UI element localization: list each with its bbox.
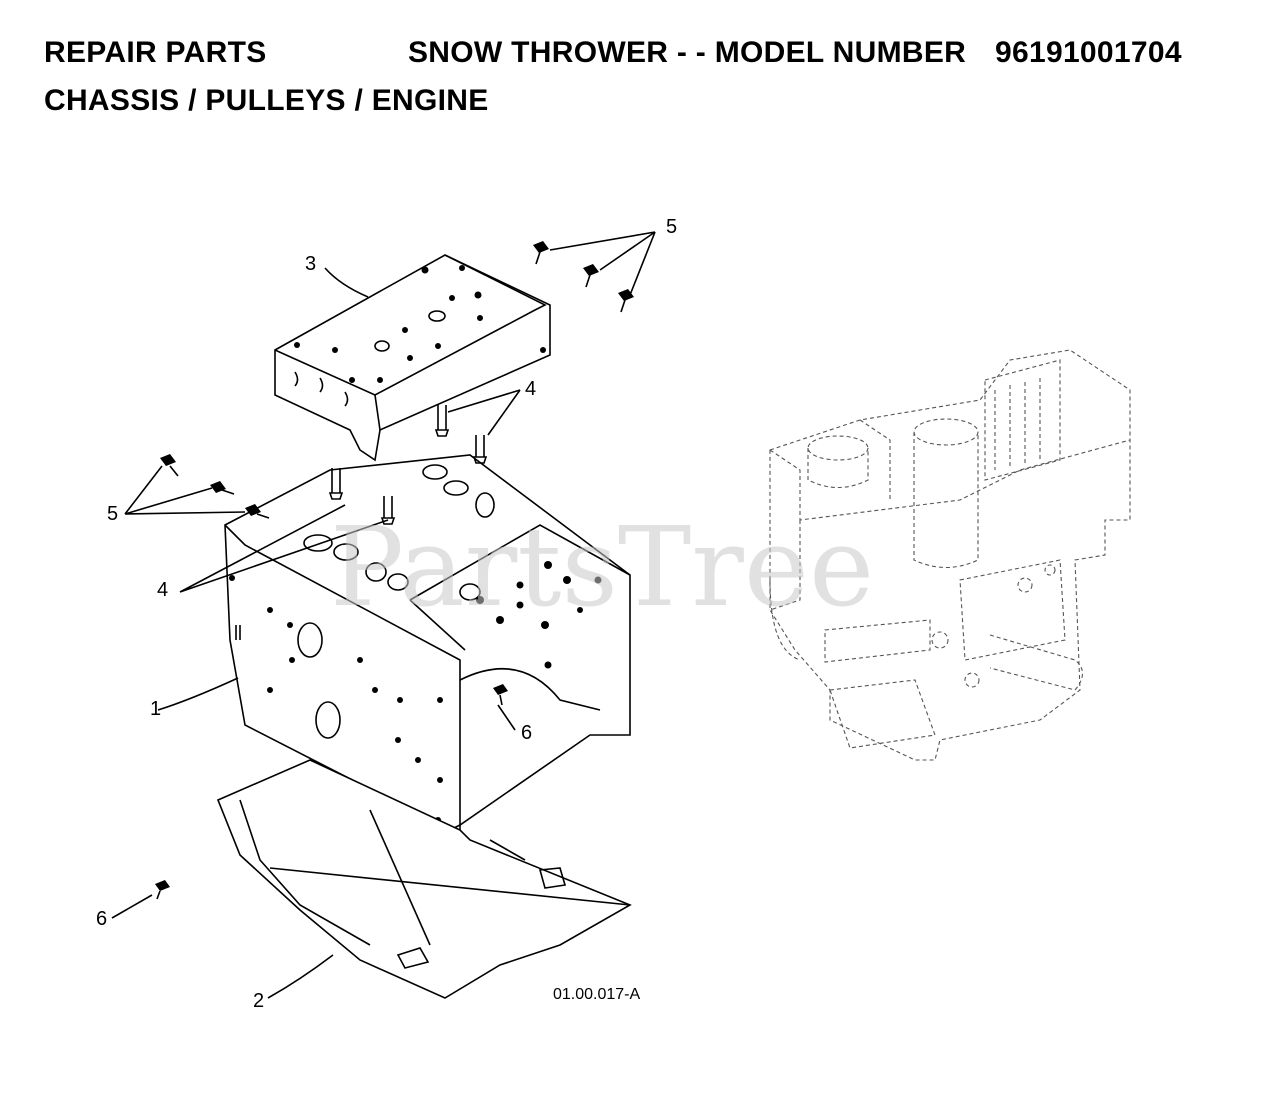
diagram-subtitle: CHASSIS / PULLEYS / ENGINE: [44, 84, 489, 117]
callout-4-top: 4: [525, 378, 536, 400]
part-6-screws: [155, 684, 508, 900]
callout-1: 1: [150, 698, 161, 720]
part-4-studs: [328, 405, 488, 525]
figure-id: 01.00.017-A: [553, 986, 641, 1003]
part-5-screws: [160, 241, 634, 519]
part-1-main-chassis: [224, 454, 631, 831]
callout-2: 2: [253, 990, 264, 1012]
callout-5-top: 5: [666, 216, 677, 238]
watermark: PartsTree: [330, 503, 874, 631]
callout-3: 3: [305, 253, 316, 275]
callout-5-left: 5: [107, 503, 118, 525]
part-3-upper-chassis-plate: [274, 254, 551, 462]
callout-6-mid: 6: [521, 722, 532, 744]
product-title: SNOW THROWER - - MODEL NUMBER: [408, 36, 967, 69]
engine-phantom-outline: [769, 349, 1131, 761]
callout-6-left: 6: [96, 908, 107, 930]
callout-4-left: 4: [157, 579, 168, 601]
model-number: 96191001704: [995, 36, 1182, 69]
part-2-bottom-pan: [216, 759, 632, 999]
section-title: REPAIR PARTS: [44, 36, 267, 69]
callout-leaders: [111, 231, 656, 999]
